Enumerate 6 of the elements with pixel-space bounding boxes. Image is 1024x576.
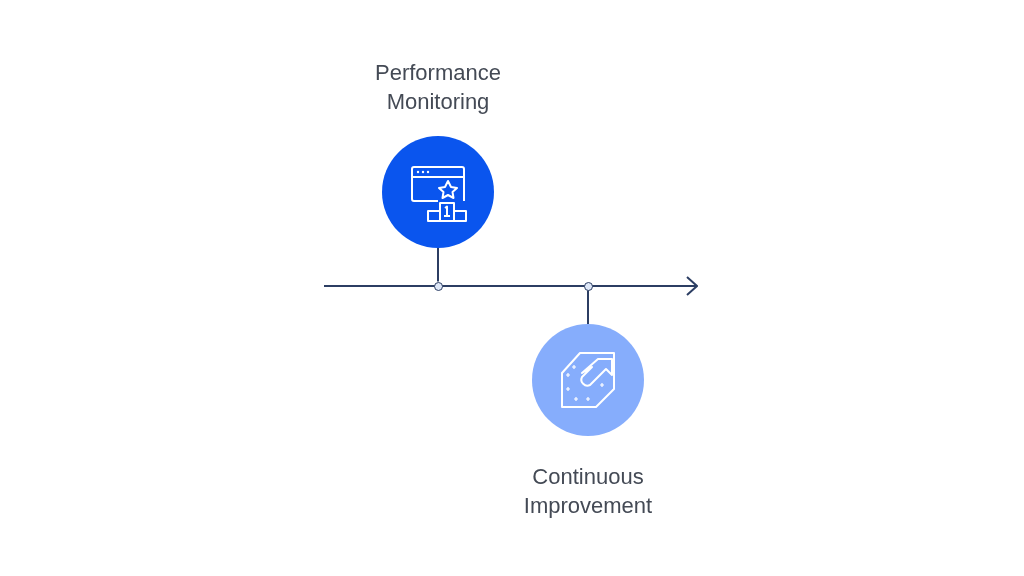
milestone-title: Continuous Improvement	[522, 463, 654, 520]
connector-line	[437, 247, 439, 283]
milestone-title: Performance Monitoring	[374, 59, 502, 116]
timeline-dot	[433, 281, 443, 291]
timeline-dot	[583, 281, 593, 291]
connector-line	[587, 289, 589, 325]
